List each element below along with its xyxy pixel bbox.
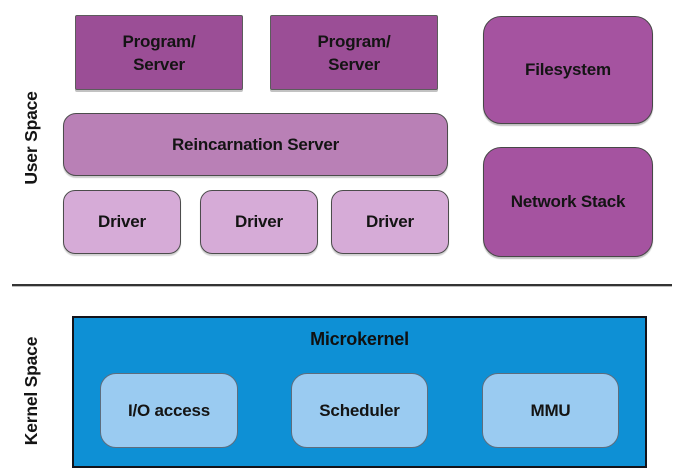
- node-mmu: MMU: [482, 373, 619, 448]
- node-program-server-2: Program/ Server: [270, 15, 438, 90]
- node-scheduler: Scheduler: [291, 373, 428, 448]
- node-filesystem: Filesystem: [483, 16, 653, 124]
- space-divider-line: [12, 284, 672, 287]
- node-reincarnation-server: Reincarnation Server: [63, 113, 448, 176]
- node-driver-2: Driver: [200, 190, 318, 254]
- node-driver-1: Driver: [63, 190, 181, 254]
- node-io-access: I/O access: [100, 373, 238, 448]
- kernel-space-label: Kernel Space: [21, 336, 41, 446]
- user-space-label: User Space: [21, 91, 41, 185]
- node-driver-3: Driver: [331, 190, 449, 254]
- node-microkernel: Microkernel I/O access Scheduler MMU: [72, 316, 647, 468]
- node-network-stack: Network Stack: [483, 147, 653, 257]
- node-program-server-1: Program/ Server: [75, 15, 243, 90]
- microkernel-label: Microkernel: [310, 329, 409, 349]
